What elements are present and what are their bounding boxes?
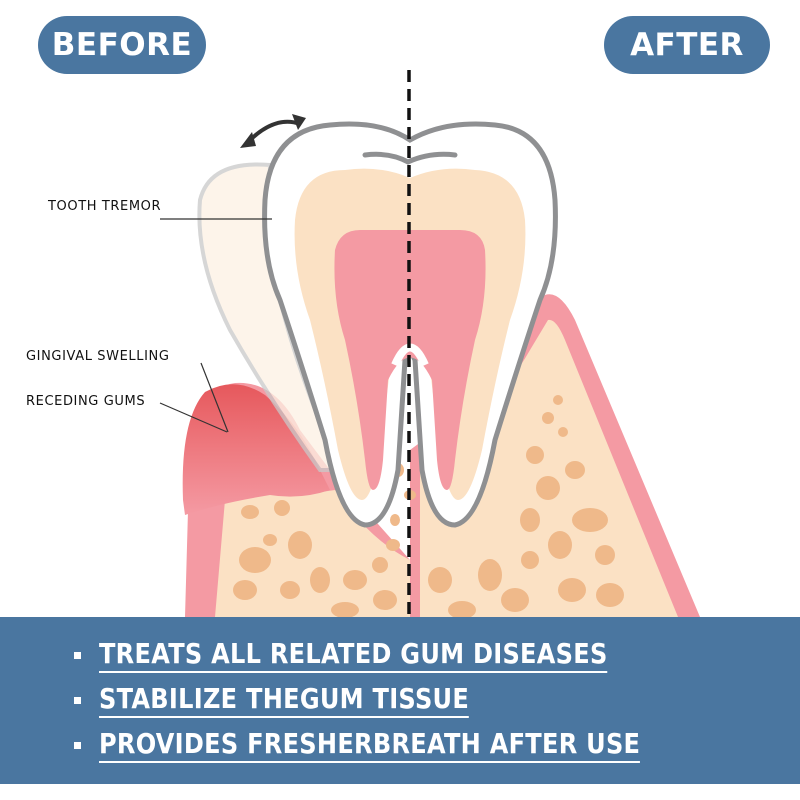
before-label: BEFORE xyxy=(51,27,193,63)
gingival-swelling-label: GINGIVAL SWELLING xyxy=(26,349,170,364)
double-arrow-icon xyxy=(240,114,306,148)
benefit-item: PROVIDES FRESHERBREATH AFTER USE xyxy=(74,727,728,763)
bullet-icon xyxy=(74,651,81,659)
benefit-text: STABILIZE THEGUM TISSUE xyxy=(99,682,470,718)
before-badge: BEFORE xyxy=(38,16,206,74)
tooth-gum-illustration xyxy=(159,70,700,619)
bullet-icon xyxy=(74,696,81,704)
right-gum xyxy=(410,294,700,617)
benefit-text: PROVIDES FRESHERBREATH AFTER USE xyxy=(99,727,641,763)
after-label: AFTER xyxy=(630,27,744,63)
tooth-tremor-label: TOOTH TREMOR xyxy=(48,199,162,214)
benefit-text: TREATS ALL RELATED GUM DISEASES xyxy=(99,637,608,673)
bullet-icon xyxy=(74,741,81,749)
gingival-swelling-area xyxy=(182,384,330,515)
receding-gums-label: RECEDING GUMS xyxy=(26,394,146,409)
after-badge: AFTER xyxy=(604,16,770,74)
benefits-banner: TREATS ALL RELATED GUM DISEASES STABILIZ… xyxy=(0,617,800,784)
bone-spots xyxy=(233,395,624,619)
benefit-item: STABILIZE THEGUM TISSUE xyxy=(74,682,529,718)
receding-gums-callout xyxy=(159,402,228,433)
benefit-item: TREATS ALL RELATED GUM DISEASES xyxy=(74,637,690,673)
gingival-swelling-callout xyxy=(200,362,229,433)
